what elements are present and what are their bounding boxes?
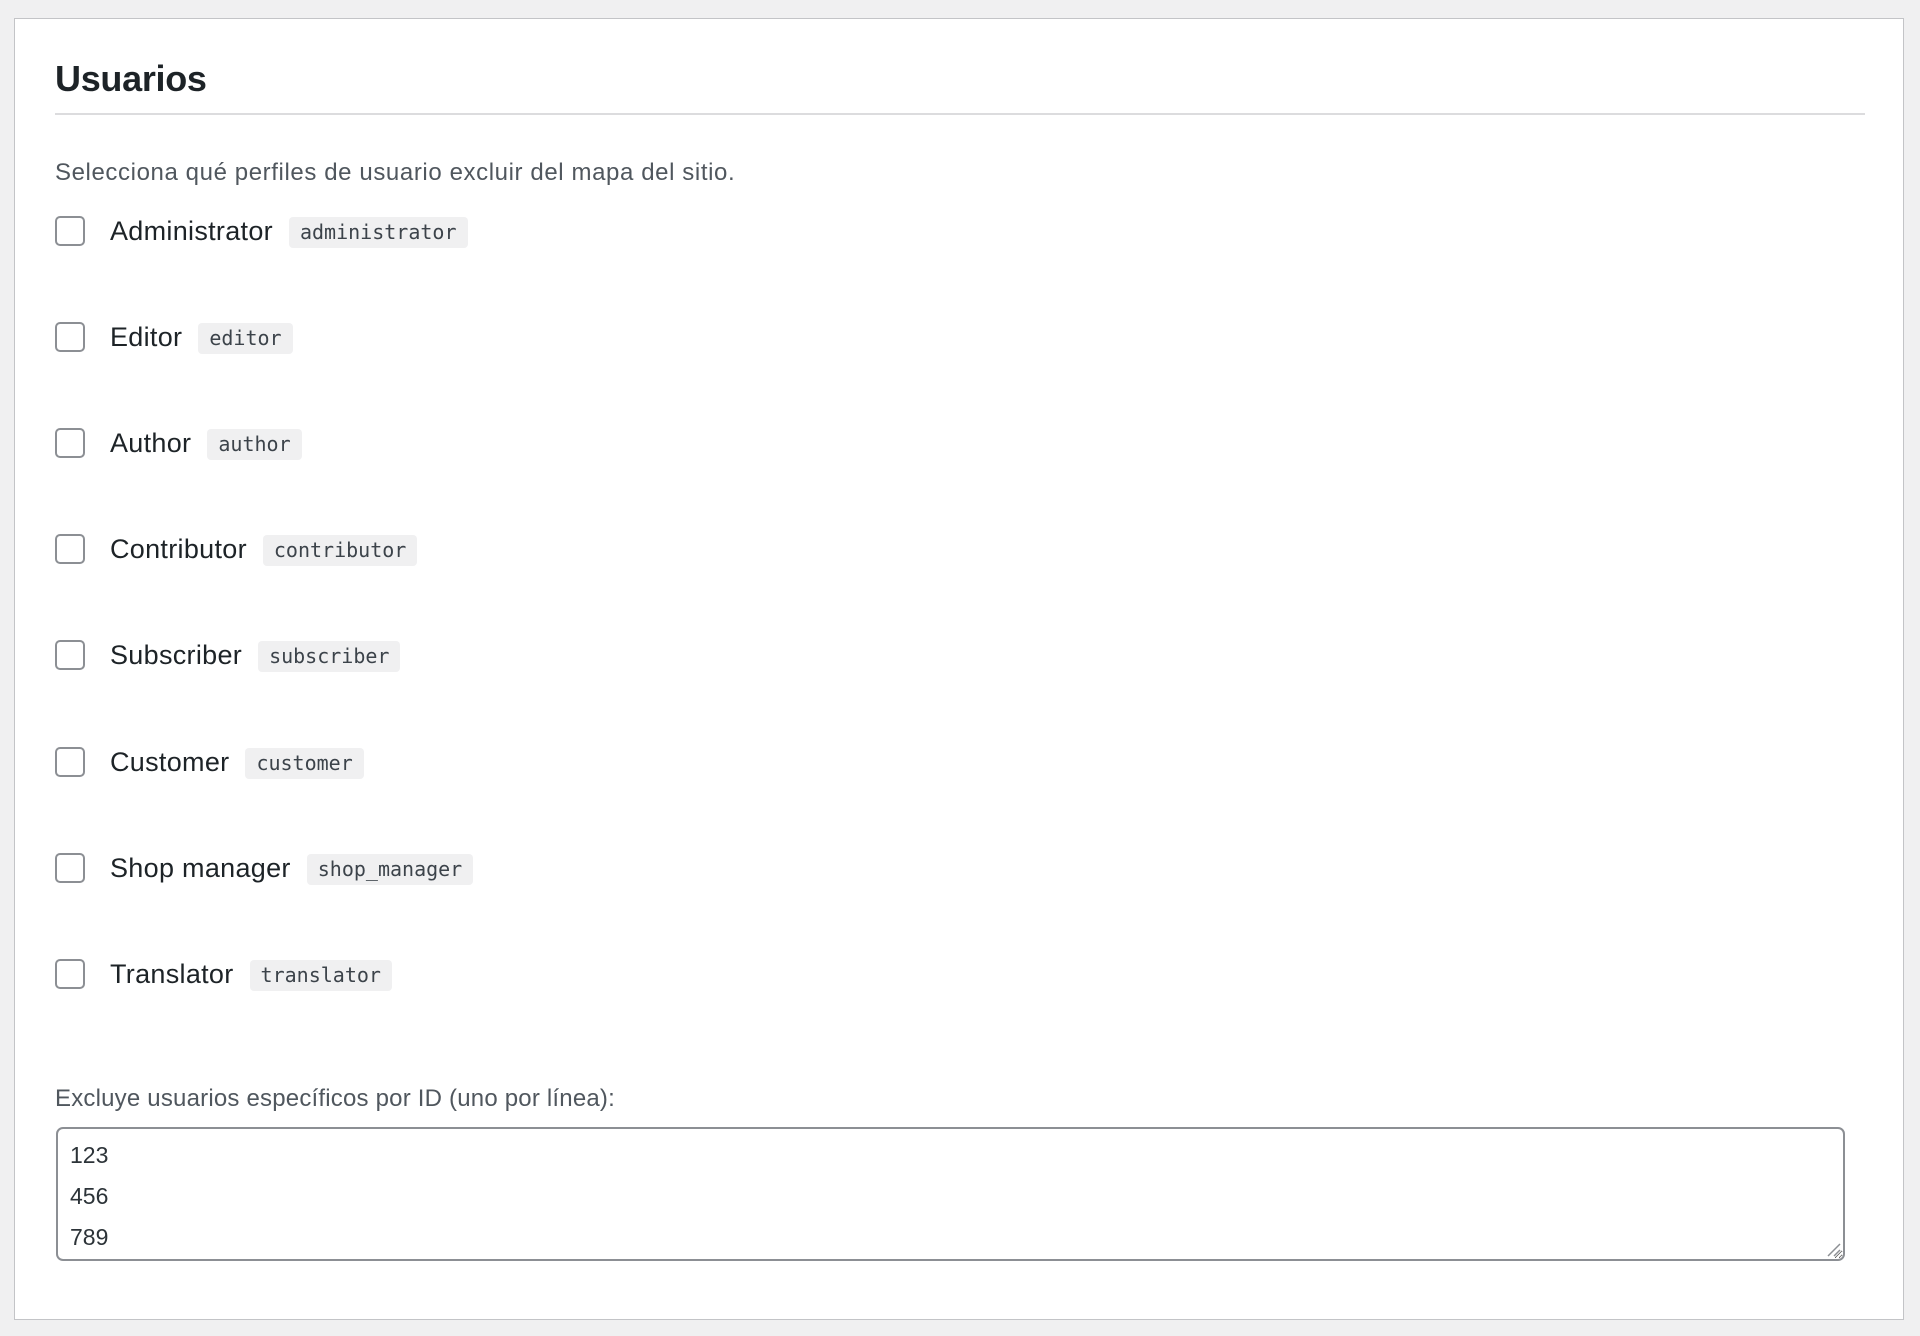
exclude-ids-textarea[interactable]: 123 456 789 bbox=[56, 1127, 1845, 1261]
role-checkbox-subscriber[interactable] bbox=[55, 640, 85, 670]
role-label[interactable]: Author bbox=[110, 428, 192, 458]
role-option-shop-manager[interactable]: Shop manager shop_manager bbox=[55, 852, 474, 885]
role-slug-badge: shop_manager bbox=[306, 854, 474, 885]
exclude-ids-label: Excluye usuarios específicos por ID (uno… bbox=[55, 1085, 615, 1112]
role-checkbox-contributor[interactable] bbox=[55, 534, 85, 564]
role-slug-badge: contributor bbox=[262, 535, 418, 566]
role-slug-badge: administrator bbox=[288, 217, 468, 248]
role-label[interactable]: Subscriber bbox=[110, 640, 243, 670]
role-label[interactable]: Customer bbox=[110, 747, 230, 777]
role-checkbox-translator[interactable] bbox=[55, 959, 85, 989]
role-checkbox-editor[interactable] bbox=[55, 322, 85, 352]
resize-handle-icon[interactable] bbox=[1825, 1241, 1841, 1257]
role-label[interactable]: Contributor bbox=[110, 534, 247, 564]
role-slug-badge: customer bbox=[245, 748, 364, 779]
role-option-translator[interactable]: Translator translator bbox=[55, 958, 392, 991]
role-slug-badge: author bbox=[207, 429, 302, 460]
role-option-contributor[interactable]: Contributor contributor bbox=[55, 533, 418, 566]
role-option-administrator[interactable]: Administrator administrator bbox=[55, 215, 468, 248]
role-checkbox-customer[interactable] bbox=[55, 747, 85, 777]
role-label[interactable]: Shop manager bbox=[110, 853, 291, 883]
role-option-customer[interactable]: Customer customer bbox=[55, 746, 364, 779]
role-slug-badge: subscriber bbox=[258, 641, 401, 672]
role-checkbox-shop-manager[interactable] bbox=[55, 853, 85, 883]
users-settings-card: Usuarios Selecciona qué perfiles de usua… bbox=[14, 18, 1904, 1320]
role-slug-badge: translator bbox=[249, 960, 392, 991]
role-slug-badge: editor bbox=[198, 323, 293, 354]
section-title: Usuarios bbox=[55, 58, 207, 99]
role-checkbox-author[interactable] bbox=[55, 428, 85, 458]
role-label[interactable]: Administrator bbox=[110, 216, 273, 246]
section-description: Selecciona qué perfiles de usuario exclu… bbox=[55, 159, 736, 186]
role-option-subscriber[interactable]: Subscriber subscriber bbox=[55, 639, 401, 672]
role-checkbox-administrator[interactable] bbox=[55, 216, 85, 246]
role-option-editor[interactable]: Editor editor bbox=[55, 321, 293, 354]
role-option-author[interactable]: Author author bbox=[55, 427, 302, 460]
title-divider bbox=[55, 113, 1865, 115]
role-label[interactable]: Editor bbox=[110, 322, 183, 352]
role-label[interactable]: Translator bbox=[110, 959, 234, 989]
